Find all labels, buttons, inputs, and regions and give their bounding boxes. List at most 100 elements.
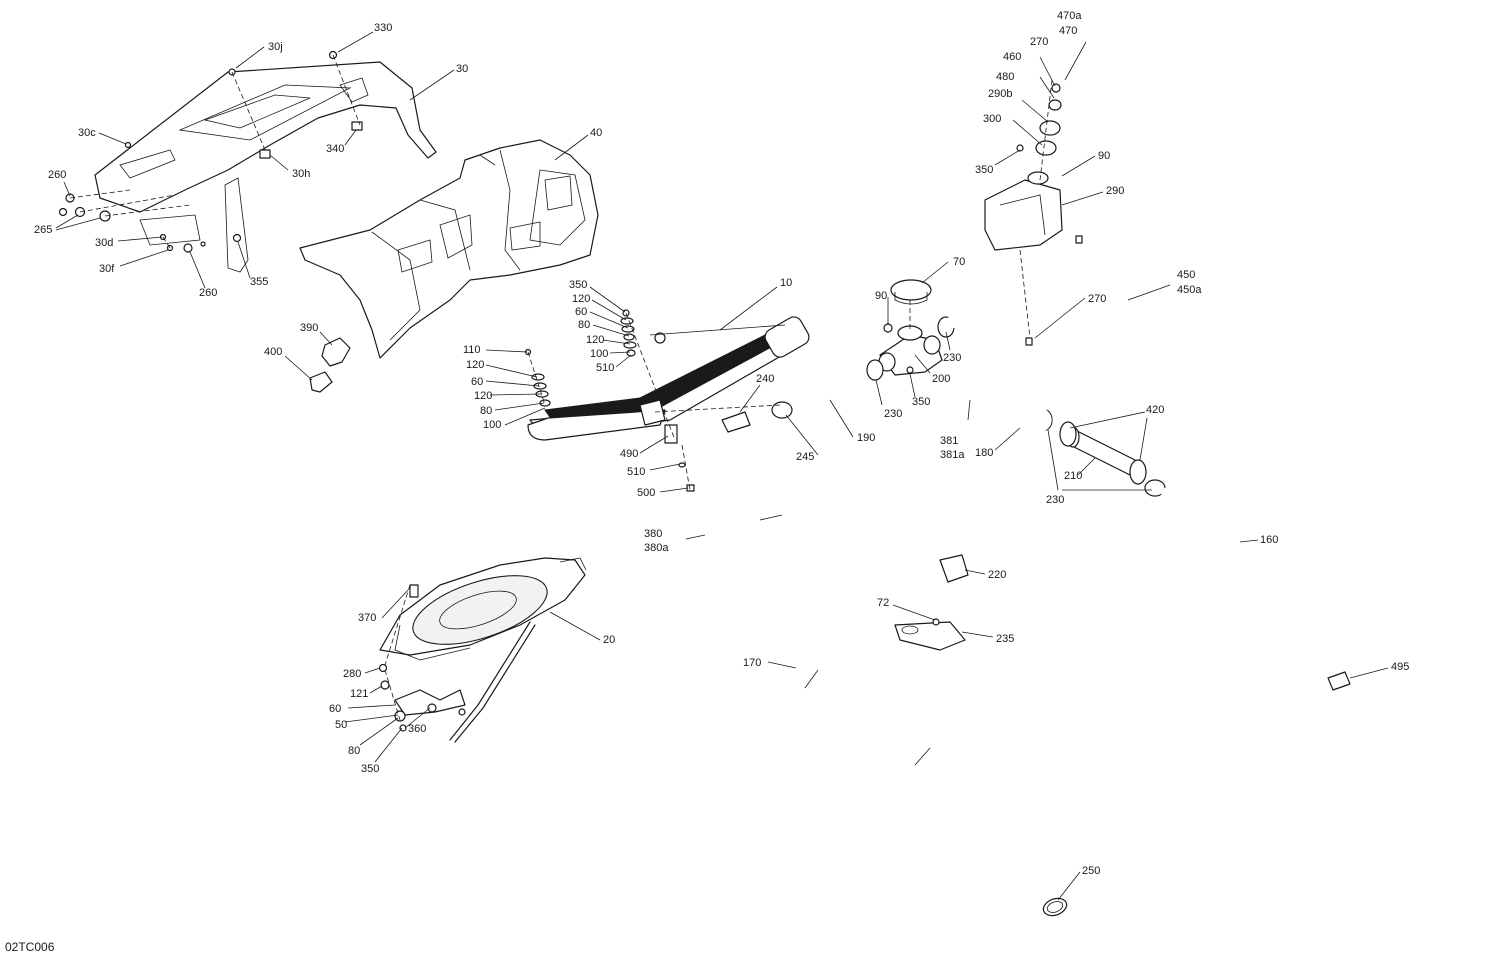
callout-110: 110 bbox=[463, 344, 481, 356]
callout-260b: 260 bbox=[199, 287, 217, 299]
callout-120c: 120 bbox=[466, 359, 484, 371]
callout-60c: 60 bbox=[329, 703, 341, 715]
callout-355: 355 bbox=[250, 276, 268, 288]
radiator-part-10 bbox=[527, 316, 810, 441]
hose-part-160 bbox=[1161, 486, 1334, 659]
radiator-mount-hardware-left bbox=[524, 348, 551, 407]
callout-390: 390 bbox=[300, 322, 318, 334]
callout-30: 30 bbox=[456, 63, 468, 75]
callout-40: 40 bbox=[590, 127, 602, 139]
callout-120a: 120 bbox=[572, 293, 590, 305]
bracket-part-235 bbox=[894, 621, 966, 651]
callout-10: 10 bbox=[780, 277, 792, 289]
callout-270b: 270 bbox=[1088, 293, 1106, 305]
callout-330: 330 bbox=[374, 22, 392, 34]
callout-80b: 80 bbox=[480, 405, 492, 417]
callout-280: 280 bbox=[343, 668, 361, 680]
callout-30f: 30f bbox=[99, 263, 115, 275]
callout-30d: 30d bbox=[95, 237, 113, 249]
callout-400: 400 bbox=[264, 346, 282, 358]
callout-170: 170 bbox=[743, 657, 761, 669]
callout-360: 360 bbox=[408, 723, 426, 735]
callout-350c: 350 bbox=[975, 164, 993, 176]
callout-70: 70 bbox=[953, 256, 965, 268]
vent-tube-part-470 bbox=[1058, 36, 1242, 127]
fan-mount-bracket bbox=[378, 663, 466, 732]
callout-72: 72 bbox=[877, 597, 889, 609]
callout-60b: 60 bbox=[471, 376, 483, 388]
callout-120d: 120 bbox=[474, 390, 492, 402]
callout-381: 381 bbox=[940, 435, 958, 447]
callout-90b: 90 bbox=[875, 290, 887, 302]
overflow-hose-part-450 bbox=[1028, 228, 1127, 367]
callout-510b: 510 bbox=[627, 466, 645, 478]
clip-part-220 bbox=[939, 554, 969, 583]
neck-part-300 bbox=[1035, 120, 1061, 156]
callout-245: 245 bbox=[796, 451, 814, 463]
callout-290: 290 bbox=[1106, 185, 1124, 197]
hose-part-190 bbox=[790, 365, 875, 418]
fitting-part-480 bbox=[1048, 83, 1062, 111]
callout-470a: 470a bbox=[1057, 10, 1082, 22]
callout-20: 20 bbox=[603, 634, 615, 646]
callout-290b: 290b bbox=[988, 88, 1012, 100]
callout-80a: 80 bbox=[578, 319, 590, 331]
coolant-reservoir-part-290 bbox=[984, 171, 1063, 251]
sleeve-part-380 bbox=[703, 493, 732, 577]
callout-30h: 30h bbox=[292, 168, 310, 180]
cap-part-495 bbox=[1327, 671, 1351, 691]
callout-labels: 330 30j 30 30c 340 30h 260 265 30d 30f 2… bbox=[34, 10, 1409, 877]
callout-121: 121 bbox=[350, 688, 368, 700]
callout-380a: 380a bbox=[644, 542, 669, 554]
radiator-cap-part-70 bbox=[890, 279, 932, 305]
callout-350d: 350 bbox=[912, 396, 930, 408]
callout-180: 180 bbox=[975, 447, 993, 459]
callout-220: 220 bbox=[988, 569, 1006, 581]
clip-part-240 bbox=[721, 411, 751, 433]
callout-260a: 260 bbox=[48, 169, 66, 181]
thermostat-housing-part-200 bbox=[878, 325, 943, 376]
callout-300: 300 bbox=[983, 113, 1001, 125]
fan-shroud-part-20 bbox=[379, 557, 587, 743]
callout-100a: 100 bbox=[590, 348, 608, 360]
callout-30j: 30j bbox=[268, 41, 283, 53]
callout-235: 235 bbox=[996, 633, 1014, 645]
callout-450: 450 bbox=[1177, 269, 1195, 281]
callout-230a: 230 bbox=[943, 352, 961, 364]
callout-120b: 120 bbox=[586, 334, 604, 346]
callout-50: 50 bbox=[335, 719, 347, 731]
latch-part-390 bbox=[321, 337, 351, 367]
callout-270a: 270 bbox=[1030, 36, 1048, 48]
callout-340: 340 bbox=[326, 143, 344, 155]
callout-381a: 381a bbox=[940, 449, 965, 461]
callout-460: 460 bbox=[1003, 51, 1021, 63]
callout-30c: 30c bbox=[78, 127, 96, 139]
clamp-part-245 bbox=[771, 401, 793, 419]
leader-lines bbox=[55, 31, 1389, 901]
callout-160: 160 bbox=[1260, 534, 1278, 546]
sleeve-part-381 bbox=[949, 374, 1021, 436]
radiator-mount-hardware-top bbox=[620, 309, 637, 357]
hose-part-170 bbox=[731, 444, 1041, 901]
callout-230c: 230 bbox=[1046, 494, 1064, 506]
callout-265: 265 bbox=[34, 224, 52, 236]
diagram-code: 02TC006 bbox=[5, 940, 55, 954]
callout-250: 250 bbox=[1082, 865, 1100, 877]
callout-350b: 350 bbox=[361, 763, 379, 775]
pipe-part-210 bbox=[1066, 426, 1136, 476]
callout-450a: 450a bbox=[1177, 284, 1202, 296]
hose-part-180 bbox=[948, 306, 1052, 432]
callout-420: 420 bbox=[1146, 404, 1164, 416]
callout-80c: 80 bbox=[348, 745, 360, 757]
console-panel-part-40 bbox=[299, 139, 599, 359]
callout-210: 210 bbox=[1064, 470, 1082, 482]
callout-350a: 350 bbox=[569, 279, 587, 291]
callout-60a: 60 bbox=[575, 306, 587, 318]
assembly-lines bbox=[69, 54, 1053, 721]
callout-380: 380 bbox=[644, 528, 662, 540]
callout-500: 500 bbox=[637, 487, 655, 499]
callout-100b: 100 bbox=[483, 419, 501, 431]
callout-495: 495 bbox=[1391, 661, 1409, 673]
callout-190: 190 bbox=[857, 432, 875, 444]
